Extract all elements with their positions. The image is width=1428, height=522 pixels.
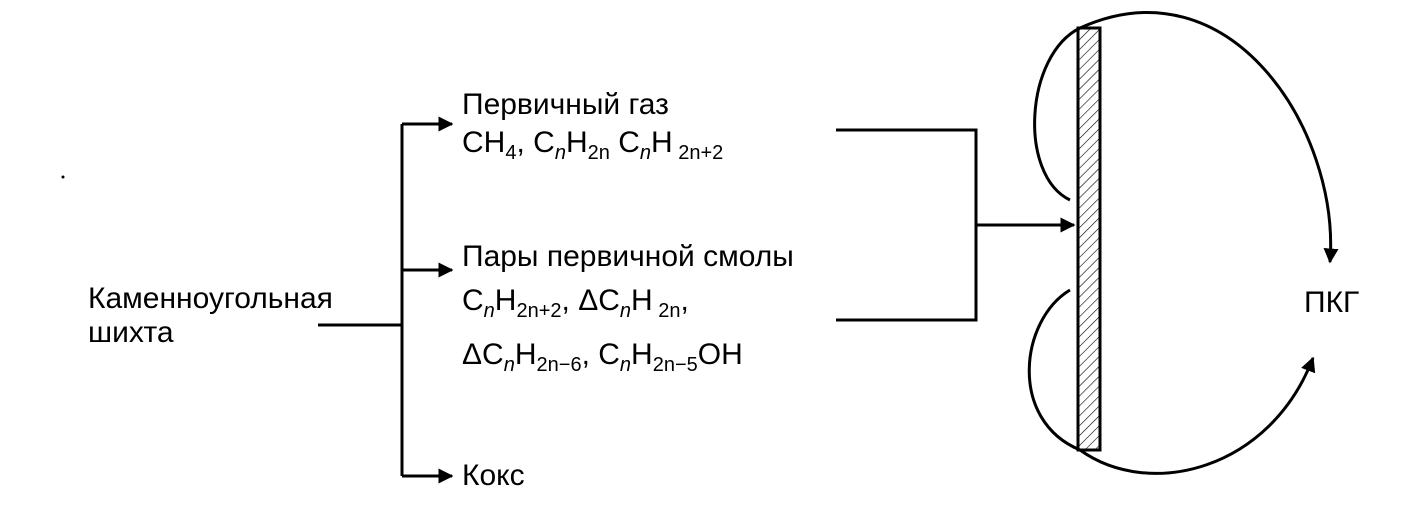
- source-label-line2: шихта: [88, 316, 174, 349]
- source-label-line1: Каменноугольная: [88, 282, 333, 315]
- tar-vapors-title: Пары первичной смолы: [462, 240, 794, 273]
- merge-bracket: [836, 128, 978, 322]
- curve-arrow-to-pkg-bottom: [1079, 356, 1316, 475]
- curve-arrow-to-pkg-top: [1079, 11, 1339, 264]
- tar-formula-line1: CnH2n+2, ΔCnH 2n,: [462, 284, 689, 322]
- source-label: Каменноугольная шихта: [88, 282, 333, 350]
- primary-gas-title: Первичный газ: [462, 88, 669, 121]
- heated-wall: [1076, 26, 1102, 452]
- coke-label: Кокс: [462, 459, 525, 492]
- curve-loop-lower-left: [1027, 288, 1081, 452]
- primary-gas-formula: CH4, CnH2n CnH 2n+2: [462, 126, 724, 164]
- tar-formula-line2: ΔCnH2n−6, CnH2n−5OH: [462, 338, 743, 376]
- stray-dot: [61, 175, 65, 179]
- product-label: ПКГ: [1304, 286, 1360, 319]
- curve-loop-upper-left: [1033, 26, 1081, 202]
